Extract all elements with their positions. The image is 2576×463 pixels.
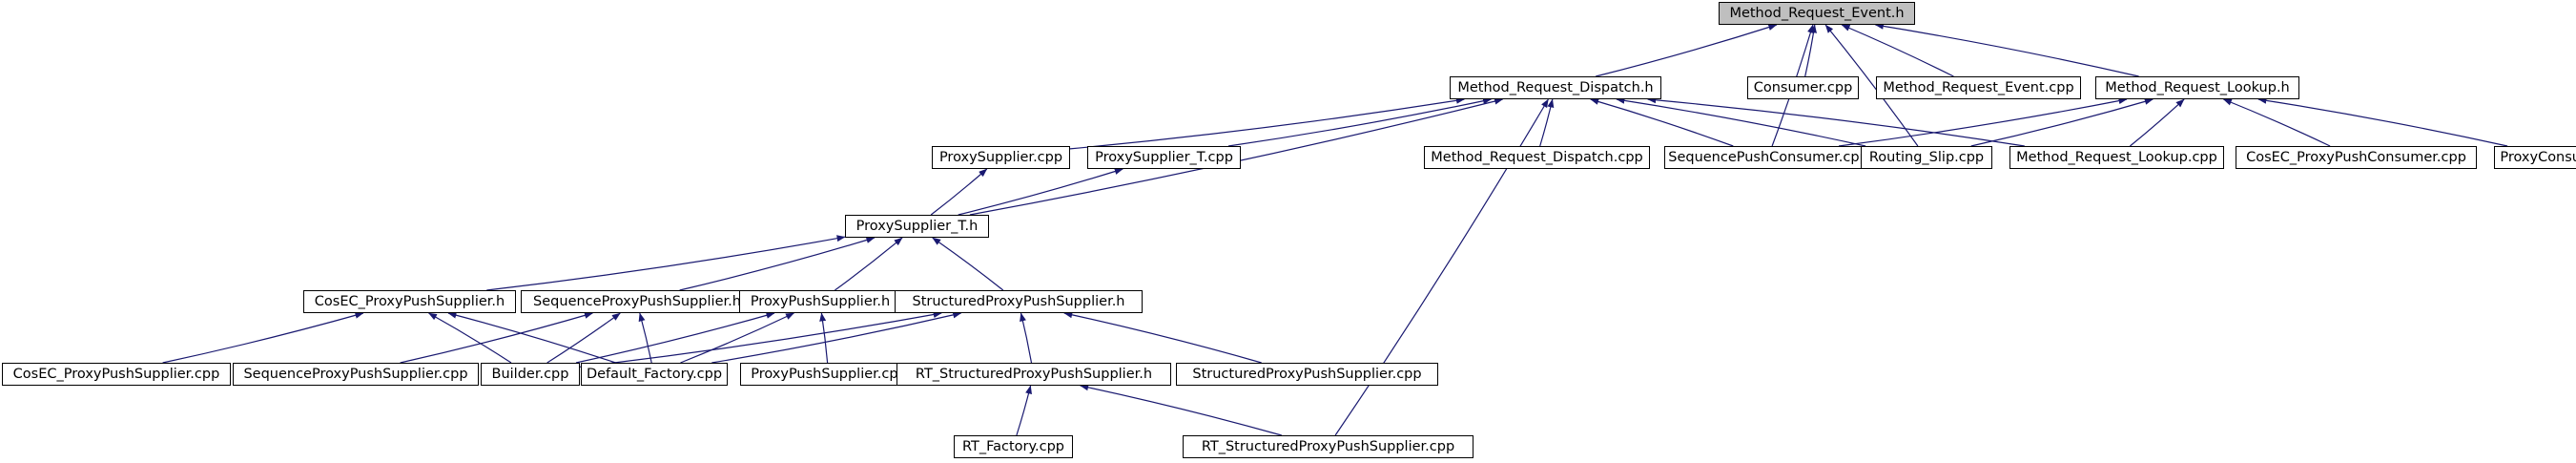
node-proxysupplier_t_cpp[interactable]: ProxySupplier_T.cpp bbox=[1087, 146, 1241, 169]
node-label: ProxySupplier_T.cpp bbox=[1095, 149, 1233, 165]
node-label: Default_Factory.cpp bbox=[586, 366, 723, 382]
edge-sequencepushconsumer_cpp-to-method_request_lookup_h bbox=[1838, 97, 2128, 147]
node-proxyconsumer_cpp[interactable]: ProxyConsumer.cpp bbox=[2494, 146, 2576, 169]
node-sequenceproxypushsupplier_h[interactable]: SequenceProxyPushSupplier.h bbox=[521, 290, 753, 313]
node-method_request_dispatch_cpp[interactable]: Method_Request_Dispatch.cpp bbox=[1424, 146, 1650, 169]
edge-proxysupplier_t_h-to-proxysupplier_cpp bbox=[930, 168, 988, 216]
node-label: ProxySupplier_T.h bbox=[855, 218, 979, 234]
node-builder_cpp[interactable]: Builder.cpp bbox=[481, 363, 580, 386]
node-proxysupplier_cpp[interactable]: ProxySupplier.cpp bbox=[932, 146, 1070, 169]
edge-builder_cpp-to-sequenceproxypushsupplier_h bbox=[546, 312, 621, 364]
edge-cosec_proxypushsupplier_h-to-proxysupplier_t_h bbox=[486, 235, 846, 291]
node-default_factory_cpp[interactable]: Default_Factory.cpp bbox=[581, 363, 728, 386]
node-label: RT_StructuredProxyPushSupplier.h bbox=[915, 366, 1153, 382]
node-label: RT_Factory.cpp bbox=[961, 438, 1064, 454]
node-proxysupplier_t_h[interactable]: ProxySupplier_T.h bbox=[845, 215, 989, 238]
edge-default_factory_cpp-to-sequenceproxypushsupplier_h bbox=[638, 312, 652, 364]
node-label: ProxyConsumer.cpp bbox=[2500, 149, 2576, 165]
node-label: SequenceProxyPushSupplier.cpp bbox=[243, 366, 468, 382]
node-method_request_lookup_cpp[interactable]: Method_Request_Lookup.cpp bbox=[2009, 146, 2224, 169]
edge-sequenceproxypushsupplier_cpp-to-sequenceproxypushsupplier_h bbox=[400, 312, 593, 364]
node-label: SequencePushConsumer.cpp bbox=[1668, 149, 1868, 165]
node-label: Method_Request_Event.h bbox=[1729, 5, 1905, 21]
node-label: StructuredProxyPushSupplier.cpp bbox=[1192, 366, 1422, 382]
edge-default_factory_cpp-to-cosec_proxypushsupplier_h bbox=[447, 311, 616, 364]
edge-builder_cpp-to-cosec_proxypushsupplier_h bbox=[428, 312, 512, 364]
edge-consumer_cpp-to-method_request_event_h bbox=[1804, 24, 1817, 77]
edge-method_request_lookup_cpp-to-method_request_lookup_h bbox=[2130, 98, 2185, 147]
edge-structuredproxypushsupplier_h-to-proxysupplier_t_h bbox=[932, 237, 1004, 291]
edge-proxypushsupplier_cpp-to-proxypushsupplier_h bbox=[819, 312, 829, 364]
node-label: ProxySupplier.cpp bbox=[938, 149, 1063, 165]
edge-proxypushsupplier_h-to-proxysupplier_t_h bbox=[835, 237, 903, 291]
edge-group bbox=[162, 22, 2508, 436]
node-rt_structuredproxypushsupplier_h[interactable]: RT_StructuredProxyPushSupplier.h bbox=[896, 363, 1171, 386]
edge-default_factory_cpp-to-proxypushsupplier_h bbox=[680, 312, 794, 364]
edge-sequencepushconsumer_cpp-to-method_request_dispatch_h bbox=[1590, 98, 1734, 147]
edge-method_request_event_cpp-to-method_request_event_h bbox=[1841, 24, 1954, 77]
node-sequencepushconsumer_cpp[interactable]: SequencePushConsumer.cpp bbox=[1664, 146, 1872, 169]
node-label: ProxyPushSupplier.cpp bbox=[751, 366, 907, 382]
edge-structuredproxypushsupplier_cpp-to-structuredproxypushsupplier_h bbox=[1063, 311, 1262, 364]
edge-cosec_proxypushconsumer_cpp-to-method_request_lookup_h bbox=[2222, 98, 2331, 147]
node-label: Method_Request_Event.cpp bbox=[1883, 79, 2074, 95]
edge-rt_structuredproxypushsupplier_cpp-to-rt_structuredproxypushsupplier_h bbox=[1080, 384, 1282, 436]
node-rt_structuredproxypushsupplier_cpp[interactable]: RT_StructuredProxyPushSupplier.cpp bbox=[1183, 435, 1473, 458]
node-label: RT_StructuredProxyPushSupplier.cpp bbox=[1201, 438, 1455, 454]
node-method_request_event_cpp[interactable]: Method_Request_Event.cpp bbox=[1876, 76, 2081, 99]
node-label: Method_Request_Lookup.cpp bbox=[2016, 149, 2217, 165]
node-label: Method_Request_Dispatch.cpp bbox=[1431, 149, 1643, 165]
node-label: Routing_Slip.cpp bbox=[1868, 149, 1985, 165]
node-routing_slip_cpp[interactable]: Routing_Slip.cpp bbox=[1861, 146, 1992, 169]
edge-proxysupplier_cpp-to-method_request_dispatch_h bbox=[1069, 96, 1465, 150]
edge-routing_slip_cpp-to-method_request_event_h bbox=[1824, 24, 1919, 147]
edge-builder_cpp-to-structuredproxypushsupplier_h bbox=[579, 311, 942, 368]
node-label: SequenceProxyPushSupplier.h bbox=[533, 293, 741, 309]
node-proxypushsupplier_h[interactable]: ProxyPushSupplier.h bbox=[739, 290, 901, 313]
edge-default_factory_cpp-to-structuredproxypushsupplier_h bbox=[711, 311, 962, 364]
edge-sequenceproxypushsupplier_h-to-proxysupplier_t_h bbox=[679, 237, 876, 291]
edge-routing_slip_cpp-to-method_request_dispatch_h bbox=[1616, 96, 1866, 147]
node-sequenceproxypushsupplier_cpp[interactable]: SequenceProxyPushSupplier.cpp bbox=[233, 363, 479, 386]
edge-method_request_dispatch_h-to-method_request_event_h bbox=[1596, 24, 1778, 77]
node-label: Builder.cpp bbox=[491, 366, 569, 382]
node-cosec_proxypushsupplier_cpp[interactable]: CosEC_ProxyPushSupplier.cpp bbox=[2, 363, 231, 386]
edge-rt_structuredproxypushsupplier_cpp-to-method_request_dispatch_h bbox=[1334, 98, 1549, 436]
node-method_request_dispatch_h[interactable]: Method_Request_Dispatch.h bbox=[1450, 76, 1661, 99]
edge-proxysupplier_t_h-to-proxysupplier_t_cpp bbox=[958, 168, 1123, 216]
edge-rt_structuredproxypushsupplier_h-to-structuredproxypushsupplier_h bbox=[1020, 312, 1033, 364]
node-proxypushsupplier_cpp[interactable]: ProxyPushSupplier.cpp bbox=[740, 363, 917, 386]
node-cosec_proxypushconsumer_cpp[interactable]: CosEC_ProxyPushConsumer.cpp bbox=[2236, 146, 2477, 169]
edge-cosec_proxypushsupplier_cpp-to-cosec_proxypushsupplier_h bbox=[162, 311, 364, 364]
node-structuredproxypushsupplier_cpp[interactable]: StructuredProxyPushSupplier.cpp bbox=[1176, 363, 1438, 386]
node-label: CosEC_ProxyPushSupplier.h bbox=[314, 293, 505, 309]
edge-method_request_lookup_h-to-method_request_event_h bbox=[1874, 22, 2139, 77]
edge-builder_cpp-to-proxypushsupplier_h bbox=[575, 311, 775, 364]
node-label: CosEC_ProxyPushConsumer.cpp bbox=[2246, 149, 2466, 165]
node-label: Method_Request_Lookup.h bbox=[2105, 79, 2290, 95]
node-label: CosEC_ProxyPushSupplier.cpp bbox=[12, 366, 220, 382]
node-label: ProxyPushSupplier.h bbox=[750, 293, 891, 309]
edge-proxyconsumer_cpp-to-method_request_lookup_h bbox=[2257, 96, 2508, 147]
node-rt_factory_cpp[interactable]: RT_Factory.cpp bbox=[954, 435, 1073, 458]
node-method_request_lookup_h[interactable]: Method_Request_Lookup.h bbox=[2095, 76, 2299, 99]
node-label: Method_Request_Dispatch.h bbox=[1457, 79, 1654, 95]
node-method_request_event_h[interactable]: Method_Request_Event.h bbox=[1719, 2, 1915, 25]
node-label: StructuredProxyPushSupplier.h bbox=[912, 293, 1125, 309]
edge-method_request_lookup_cpp-to-method_request_dispatch_h bbox=[1647, 96, 2025, 147]
edge-rt_factory_cpp-to-rt_structuredproxypushsupplier_h bbox=[1016, 385, 1032, 436]
edge-proxysupplier_t_cpp-to-method_request_dispatch_h bbox=[1227, 97, 1492, 147]
edge-method_request_dispatch_cpp-to-method_request_dispatch_h bbox=[1539, 98, 1555, 147]
node-label: Consumer.cpp bbox=[1753, 79, 1853, 95]
node-cosec_proxypushsupplier_h[interactable]: CosEC_ProxyPushSupplier.h bbox=[303, 290, 516, 313]
node-structuredproxypushsupplier_h[interactable]: StructuredProxyPushSupplier.h bbox=[895, 290, 1143, 313]
edge-routing_slip_cpp-to-method_request_lookup_h bbox=[1970, 98, 2154, 147]
node-consumer_cpp[interactable]: Consumer.cpp bbox=[1747, 76, 1859, 99]
